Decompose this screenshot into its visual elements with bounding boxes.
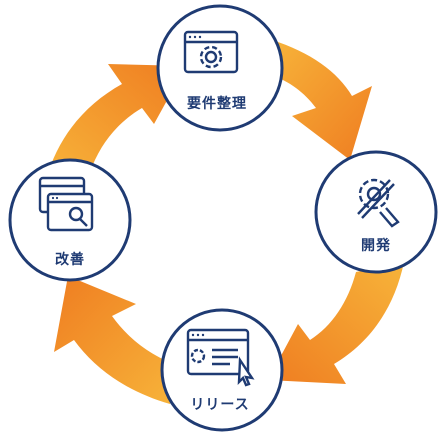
arrow-bottom-left <box>54 276 178 404</box>
stage-label: 開発 <box>361 237 391 254</box>
window-gear-icon <box>183 30 239 74</box>
arrow-top-left <box>46 64 186 180</box>
arrow-top-right <box>270 40 372 160</box>
arrow-bottom-right <box>268 262 404 384</box>
window-code-cursor-icon <box>186 328 255 387</box>
stage-improvement: 改善 <box>8 158 132 282</box>
stage-requirements: 要件整理 <box>156 4 284 132</box>
stage-label: リリース <box>190 397 249 413</box>
stage-label: 要件整理 <box>187 95 247 112</box>
gear-wrench-icon <box>357 178 400 228</box>
stage-label: 改善 <box>55 251 85 268</box>
stage-release: リリース <box>160 308 284 432</box>
stage-development: 開発 <box>314 150 438 274</box>
windows-magnifier-icon <box>38 176 94 232</box>
